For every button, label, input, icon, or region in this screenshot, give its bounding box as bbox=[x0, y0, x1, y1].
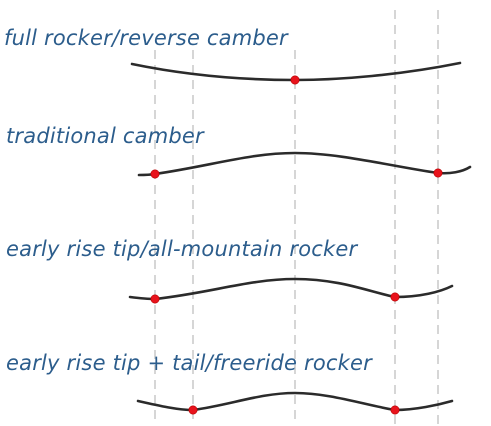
contact-point bbox=[150, 169, 160, 179]
contact-point bbox=[188, 405, 198, 415]
profile-label: early rise tip/all-mountain rocker bbox=[6, 237, 359, 261]
contact-point bbox=[390, 292, 400, 302]
profile-full-rocker: full rocker/reverse camber bbox=[4, 26, 462, 85]
ski-profile-curve bbox=[137, 151, 472, 177]
contact-point bbox=[150, 294, 160, 304]
profile-label: early rise tip + tail/freeride rocker bbox=[6, 351, 373, 375]
ski-profile-curve bbox=[136, 391, 454, 412]
profile-freeride-rocker: early rise tip + tail/freeride rocker bbox=[6, 351, 454, 415]
profile-all-mountain-rocker: early rise tip/all-mountain rocker bbox=[6, 237, 454, 304]
ski-profile-curve bbox=[128, 277, 454, 301]
profile-label: traditional camber bbox=[6, 124, 205, 148]
profile-label: full rocker/reverse camber bbox=[4, 26, 289, 50]
profile-traditional-camber: traditional camber bbox=[6, 124, 472, 179]
contact-point bbox=[433, 168, 443, 178]
contact-point bbox=[390, 405, 400, 415]
contact-point bbox=[290, 75, 300, 85]
reference-guides bbox=[154, 10, 439, 424]
